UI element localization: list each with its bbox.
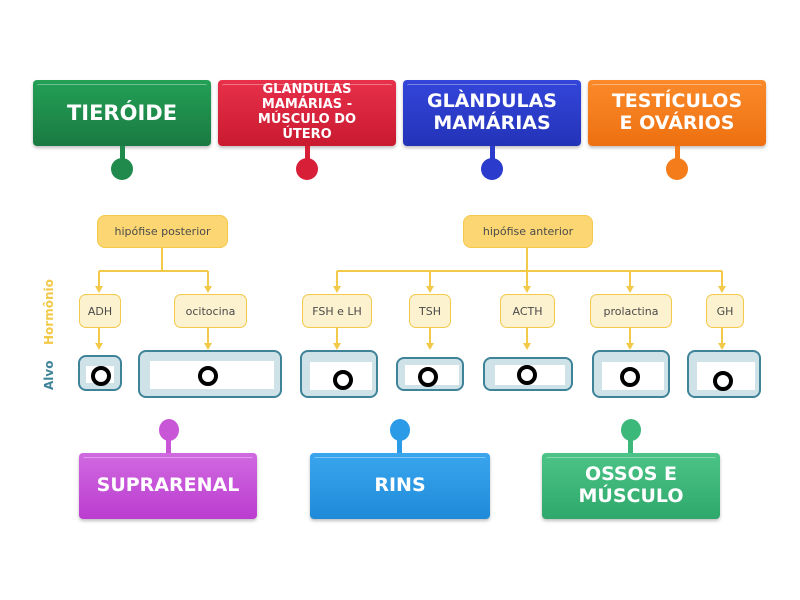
drop-pin-green (111, 158, 133, 180)
tile-label: TIERÓIDE (66, 100, 178, 125)
drop-target-circle[interactable] (91, 366, 111, 386)
drop-pin-orange (666, 158, 688, 180)
target-acth[interactable] (483, 357, 573, 391)
target-gh[interactable] (687, 350, 761, 398)
pin-stem (675, 146, 680, 160)
target-fsh-lh[interactable] (300, 350, 378, 398)
tile-label: GLÀNDULAS MAMÁRIAS (426, 90, 557, 134)
target-ocitocina[interactable] (138, 350, 282, 398)
pin-stem (305, 146, 310, 160)
hormone-fsh-lh: FSH e LH (302, 294, 372, 328)
drop-target-circle[interactable] (713, 371, 733, 391)
target-prolactina[interactable] (592, 350, 670, 398)
drop-pin-purple (159, 419, 179, 441)
gland-hipofise-anterior: hipófise anterior (463, 215, 593, 248)
side-label-hormone: Hormônio (42, 279, 56, 345)
tile-glandulas-musculo-utero[interactable]: GLANDULAS MAMÁRIAS - MÚSCULO DO ÚTERO (218, 80, 396, 146)
tile-suprarenal[interactable]: SUPRARENAL (79, 453, 257, 519)
hormone-prolactina: prolactina (590, 294, 672, 328)
tile-label: GLANDULAS MAMÁRIAS - MÚSCULO DO ÚTERO (257, 82, 357, 142)
tile-label: RINS (374, 474, 426, 497)
side-label-target: Alvo (42, 360, 56, 390)
pin-stem (397, 438, 402, 454)
drop-pin-red (296, 158, 318, 180)
hormone-adh: ADH (79, 294, 121, 328)
tile-testiculos-ovarios[interactable]: TESTÍCULOS E OVÁRIOS (588, 80, 766, 146)
tile-tireoide[interactable]: TIERÓIDE (33, 80, 211, 146)
drop-pin-blue (481, 158, 503, 180)
pin-stem (490, 146, 495, 160)
pin-stem (166, 438, 171, 454)
drop-pin-sky (390, 419, 410, 441)
hormone-gh: GH (706, 294, 744, 328)
drop-target-circle[interactable] (198, 366, 218, 386)
tile-glandulas-mamarias[interactable]: GLÀNDULAS MAMÁRIAS (403, 80, 581, 146)
target-tsh[interactable] (396, 357, 464, 391)
hormone-ocitocina: ocitocina (174, 294, 247, 328)
tile-label: OSSOS E MÚSCULO (578, 463, 684, 507)
pin-stem (120, 146, 125, 160)
drop-target-circle[interactable] (517, 365, 537, 385)
gland-hipofise-posterior: hipófise posterior (97, 215, 228, 248)
tile-label: SUPRARENAL (96, 474, 240, 497)
hormone-tsh: TSH (409, 294, 451, 328)
hormone-acth: ACTH (500, 294, 555, 328)
tile-rins[interactable]: RINS (310, 453, 490, 519)
target-adh[interactable] (78, 355, 122, 391)
tile-ossos-musculo[interactable]: OSSOS E MÚSCULO (542, 453, 720, 519)
drop-target-circle[interactable] (333, 370, 353, 390)
pin-stem (628, 438, 633, 454)
drop-target-circle[interactable] (418, 367, 438, 387)
drop-pin-teal (621, 419, 641, 441)
tile-label: TESTÍCULOS E OVÁRIOS (611, 90, 743, 134)
drop-target-circle[interactable] (620, 367, 640, 387)
